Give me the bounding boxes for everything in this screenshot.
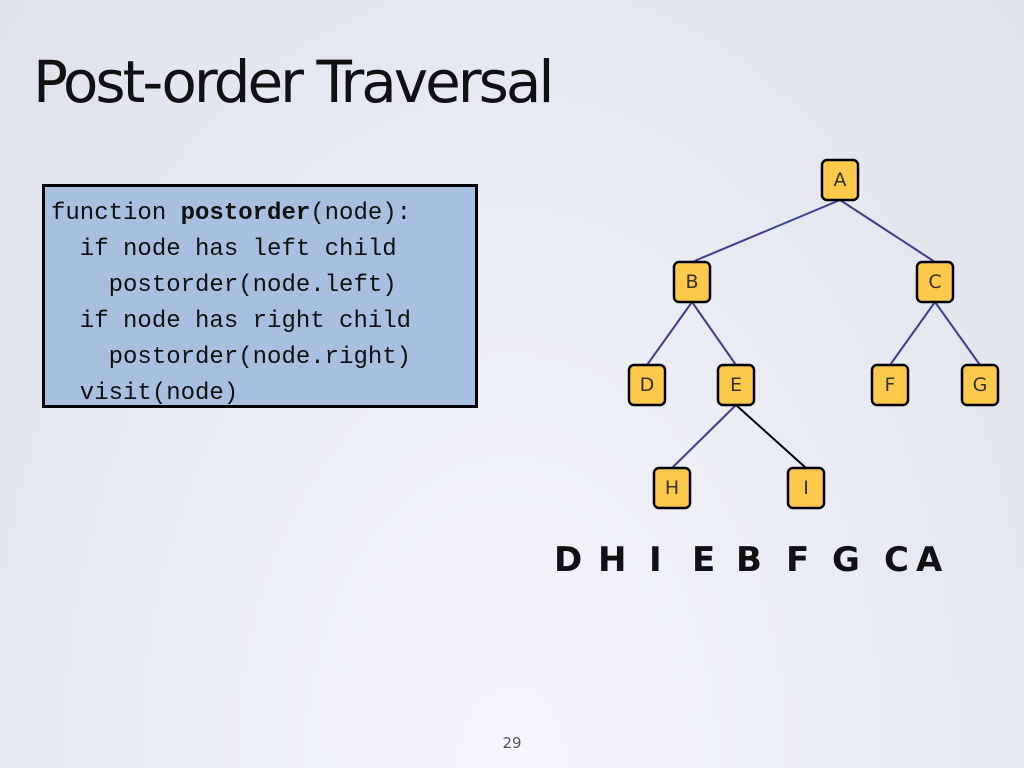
tree-node-b: B bbox=[672, 260, 712, 304]
tree-edges bbox=[646, 199, 981, 469]
tree-node-d: D bbox=[627, 363, 667, 407]
traversal-item-6: F bbox=[786, 540, 810, 580]
traversal-item-4: E bbox=[692, 540, 716, 580]
node-label-i: I bbox=[803, 477, 809, 499]
edge-c-g bbox=[934, 301, 981, 366]
traversal-item-5: B bbox=[736, 540, 762, 580]
edge-c-f bbox=[889, 301, 936, 366]
node-label-e: E bbox=[730, 374, 742, 396]
node-label-d: D bbox=[640, 374, 655, 396]
code-params: (node): bbox=[310, 200, 412, 227]
traversal-item-7: G bbox=[832, 540, 860, 580]
code-line-2: if node has left child bbox=[51, 236, 397, 263]
tree-node-c: C bbox=[915, 260, 955, 304]
traversal-item-8: C bbox=[884, 540, 909, 580]
code-line-3: postorder(node.left) bbox=[51, 272, 397, 299]
node-label-f: F bbox=[885, 374, 896, 396]
tree-node-f: F bbox=[870, 363, 910, 407]
edge-e-i bbox=[735, 404, 807, 469]
edge-b-e bbox=[691, 301, 737, 366]
code-line-4: if node has right child bbox=[51, 308, 412, 335]
edge-a-b bbox=[691, 199, 841, 263]
node-label-b: B bbox=[685, 271, 698, 293]
traversal-item-9: A bbox=[916, 540, 943, 580]
node-label-a: A bbox=[834, 169, 847, 191]
tree-node-i: I bbox=[786, 466, 826, 510]
tree-node-h: H bbox=[652, 466, 692, 510]
tree-node-a: A bbox=[820, 158, 860, 202]
traversal-item-3: I bbox=[649, 540, 662, 580]
tree-node-g: G bbox=[960, 363, 1000, 407]
traversal-result: D H I E B F G C A bbox=[554, 540, 954, 588]
slide-title: Post-order Traversal bbox=[33, 48, 554, 116]
pseudocode-box: function postorder(node): if node has le… bbox=[42, 184, 478, 408]
page-number: 29 bbox=[502, 734, 522, 752]
code-line-5: postorder(node.right) bbox=[51, 344, 412, 371]
traversal-item-1: D bbox=[554, 540, 583, 580]
node-label-c: C bbox=[928, 271, 941, 293]
code-line-1: function postorder(node): bbox=[51, 196, 475, 232]
node-label-g: G bbox=[973, 374, 988, 396]
code-line-6: visit(node) bbox=[51, 380, 239, 407]
code-keyword-function: function bbox=[51, 200, 181, 227]
tree-node-e: E bbox=[716, 363, 756, 407]
traversal-item-2: H bbox=[598, 540, 627, 580]
edge-e-h bbox=[671, 404, 737, 469]
code-function-name: postorder bbox=[180, 200, 311, 227]
edge-a-c bbox=[839, 199, 936, 263]
edge-b-d bbox=[646, 301, 693, 366]
node-label-h: H bbox=[665, 477, 679, 499]
